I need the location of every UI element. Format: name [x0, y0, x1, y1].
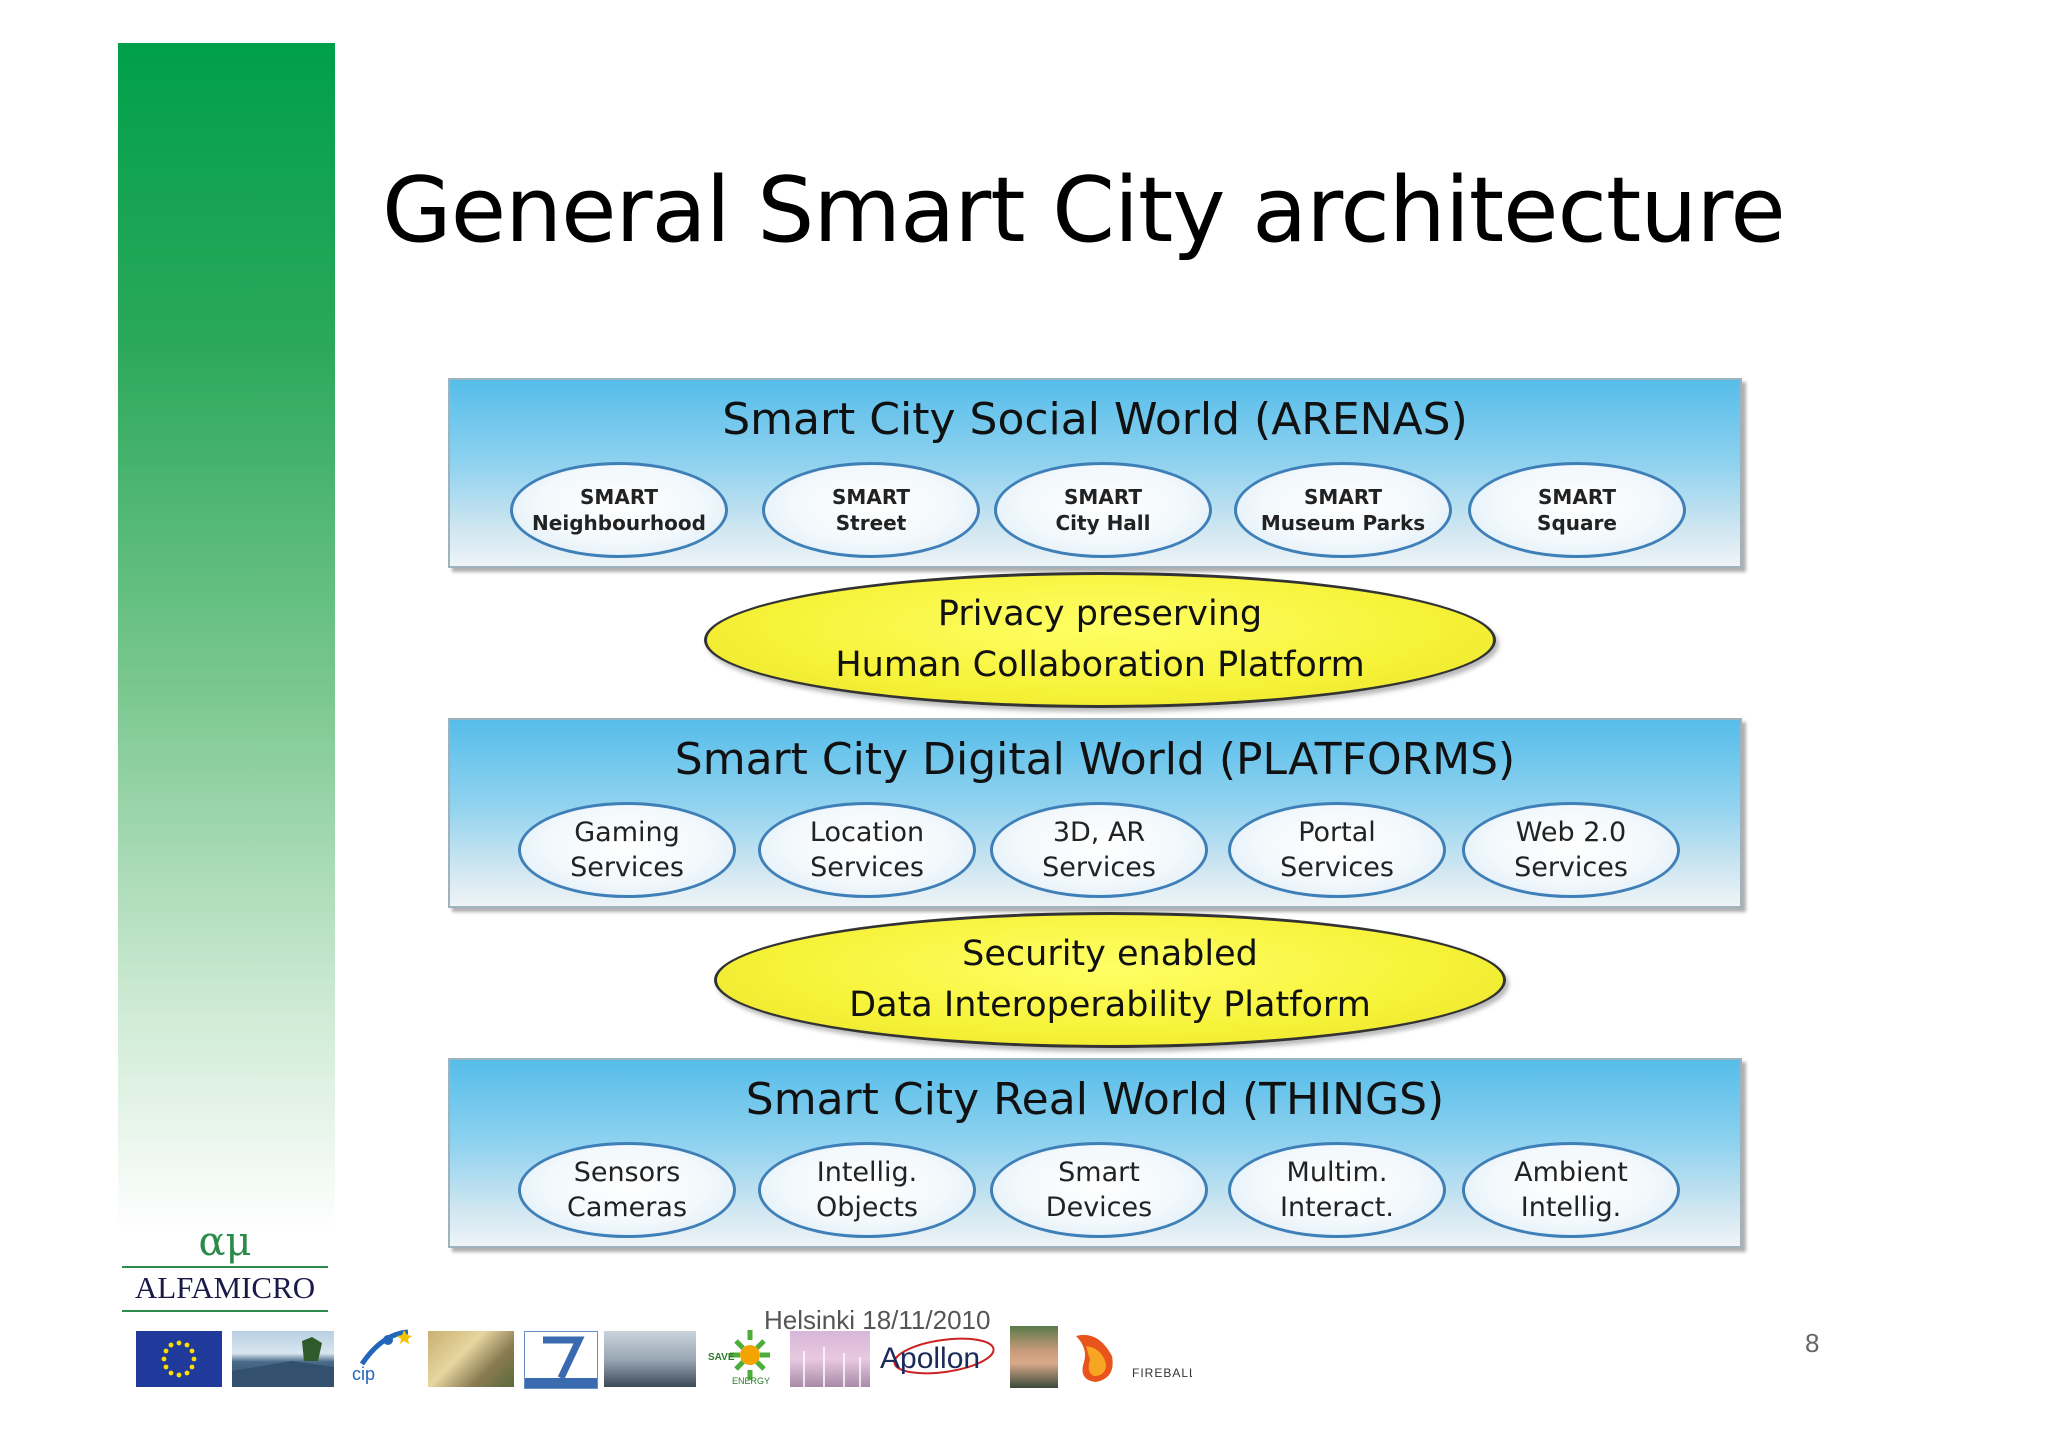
- oval-line: Human Collaboration Platform: [835, 645, 1365, 685]
- digital-world-layer: Smart City Digital World (PLATFORMS) Gam…: [448, 718, 1742, 908]
- pill-line: Neighbourhood: [532, 511, 706, 535]
- save-energy-logo: SAVE ENERGY: [706, 1326, 780, 1388]
- digital-item-3d-ar: 3D, AR Services: [990, 802, 1208, 898]
- pill-line: Services: [1514, 852, 1628, 883]
- real-world-title: Smart City Real World (THINGS): [745, 1074, 1445, 1125]
- fireball-logo: FIREBALL: [1068, 1326, 1192, 1388]
- eu-flag-logo: [136, 1331, 222, 1387]
- apollon-swoosh-icon: [893, 1337, 995, 1375]
- pill-line: Cameras: [566, 1192, 688, 1223]
- pill-line: SMART: [832, 485, 910, 509]
- apollon-logo: Apollon: [878, 1326, 1006, 1388]
- social-item-street: SMART Street: [762, 462, 980, 558]
- page-number: 8: [1805, 1328, 1820, 1358]
- cip-logo: cip: [352, 1326, 422, 1388]
- digital-world-title: Smart City Digital World (PLATFORMS): [674, 734, 1516, 785]
- pill-line: Square: [1537, 511, 1617, 535]
- social-item-museum-parks: SMART Museum Parks: [1234, 462, 1452, 558]
- pill-line: City Hall: [1055, 511, 1151, 535]
- real-item-objects: Intellig. Objects: [758, 1142, 976, 1238]
- pill-line: SMART: [1538, 485, 1616, 509]
- oval-line: Privacy preserving: [937, 594, 1263, 635]
- eu-stars-icon: [161, 1340, 197, 1378]
- pill-line: Street: [835, 511, 907, 535]
- pill-line: Smart: [1058, 1156, 1140, 1188]
- real-world-layer: Smart City Real World (THINGS) Sensors C…: [448, 1058, 1742, 1248]
- apollon-text: Apollon: [880, 1342, 981, 1375]
- footer-location-date: Helsinki 18/11/2010: [764, 1305, 991, 1335]
- alfamicro-logo: αμ ALFAMICRO: [122, 1222, 328, 1314]
- turbine-icon: [803, 1347, 861, 1387]
- pill-line: Location: [809, 816, 925, 848]
- real-item-devices: Smart Devices: [990, 1142, 1208, 1238]
- portrait-photo: [1010, 1326, 1058, 1388]
- slide-title: General Smart City architecture: [382, 158, 1786, 263]
- social-world-layer: Smart City Social World (ARENAS) SMART N…: [448, 378, 1742, 568]
- pill-line: Services: [1042, 852, 1156, 883]
- pill-line: Services: [810, 852, 924, 883]
- solar-panel-icon: [232, 1337, 334, 1387]
- alfamicro-symbol: αμ: [198, 1219, 252, 1265]
- logo-divider: [122, 1310, 328, 1312]
- real-item-interact: Multim. Interact.: [1228, 1142, 1446, 1238]
- pill-line: Objects: [815, 1192, 918, 1223]
- digital-item-gaming: Gaming Services: [518, 802, 736, 898]
- pill-line: 3D, AR: [1052, 816, 1146, 848]
- social-item-neighbourhood: SMART Neighbourhood: [510, 462, 728, 558]
- pill-line: Intellig.: [1520, 1192, 1622, 1223]
- solar-panels-photo: [232, 1331, 334, 1387]
- people-photo: [428, 1331, 514, 1387]
- pill-line: Interact.: [1280, 1192, 1394, 1223]
- energy-text: ENERGY: [732, 1376, 771, 1386]
- social-world-title: Smart City Social World (ARENAS): [722, 394, 1468, 445]
- pill-line: Portal: [1298, 816, 1376, 848]
- cip-swoosh-icon: [359, 1329, 412, 1366]
- social-item-square: SMART Square: [1468, 462, 1686, 558]
- oval-line: Data Interoperability Platform: [849, 985, 1371, 1025]
- pill-line: SMART: [580, 485, 658, 509]
- pill-line: Sensors: [573, 1156, 681, 1188]
- wind-turbines-photo: [790, 1331, 870, 1387]
- fireball-text: FIREBALL: [1132, 1366, 1192, 1380]
- flame-icon: [1076, 1334, 1113, 1382]
- seven-icon: [525, 1336, 597, 1388]
- pill-line: Multim.: [1286, 1156, 1388, 1188]
- sun-icon: [730, 1330, 770, 1380]
- green-sidebar-bar: [118, 43, 335, 1233]
- pill-line: Devices: [1045, 1192, 1153, 1223]
- pill-line: SMART: [1304, 485, 1382, 509]
- digital-item-web20: Web 2.0 Services: [1462, 802, 1680, 898]
- alfamicro-wordmark: ALFAMICRO: [134, 1270, 316, 1305]
- logo-divider: [122, 1266, 328, 1268]
- pill-line: Intellig.: [816, 1156, 918, 1188]
- building-photo: [604, 1331, 696, 1387]
- social-item-city-hall: SMART City Hall: [994, 462, 1212, 558]
- digital-item-portal: Portal Services: [1228, 802, 1446, 898]
- fp7-logo: [524, 1331, 598, 1389]
- pill-line: Services: [570, 852, 684, 883]
- pill-line: Web 2.0: [1515, 816, 1627, 848]
- architecture-diagram: Smart City Social World (ARENAS) SMART N…: [448, 372, 1750, 1252]
- pill-line: Gaming: [574, 816, 680, 848]
- oval-line: Security enabled: [962, 934, 1258, 975]
- pill-line: Services: [1280, 852, 1394, 883]
- pill-line: Ambient: [1514, 1156, 1628, 1188]
- cip-text: cip: [352, 1364, 376, 1384]
- privacy-platform-oval: Privacy preserving Human Collaboration P…: [704, 572, 1496, 708]
- security-platform-oval: Security enabled Data Interoperability P…: [714, 912, 1506, 1048]
- pill-line: Museum Parks: [1260, 511, 1426, 535]
- digital-item-location: Location Services: [758, 802, 976, 898]
- real-item-sensors: Sensors Cameras: [518, 1142, 736, 1238]
- pill-line: SMART: [1064, 485, 1142, 509]
- real-item-ambient: Ambient Intellig.: [1462, 1142, 1680, 1238]
- save-text: SAVE: [708, 1352, 735, 1363]
